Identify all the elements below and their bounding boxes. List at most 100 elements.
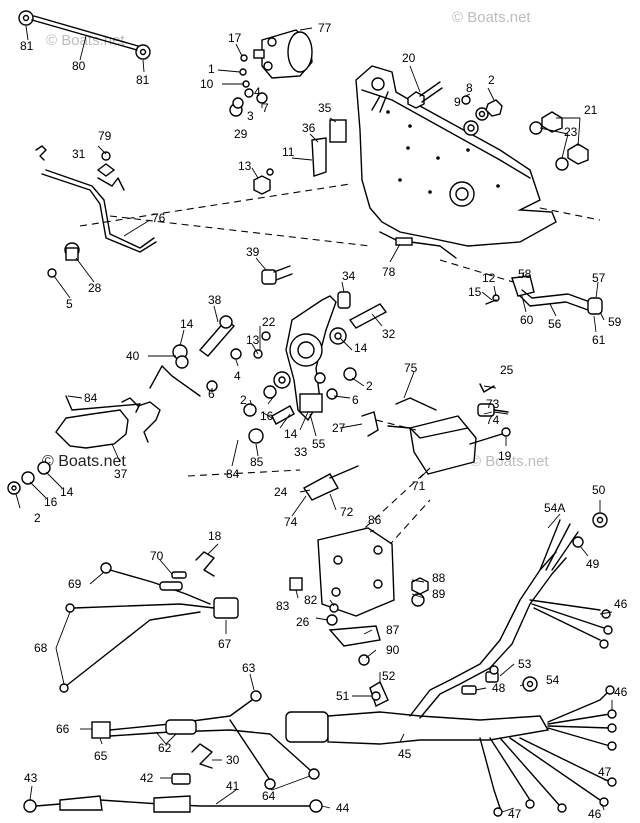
label-85: 85 — [250, 455, 264, 469]
label-2: 2 — [34, 511, 41, 525]
label-1: 1 — [208, 62, 215, 76]
label-76: 76 — [152, 211, 166, 225]
label-78: 78 — [382, 265, 396, 279]
label-25: 25 — [500, 363, 514, 377]
label-72: 72 — [340, 505, 354, 519]
label-60: 60 — [520, 313, 534, 327]
label-8: 8 — [466, 81, 473, 95]
label-14: 14 — [354, 341, 368, 355]
leader-lines — [15, 25, 613, 813]
watermark: © Boats.net — [470, 453, 549, 470]
label-50: 50 — [592, 483, 606, 497]
label-14: 14 — [60, 485, 74, 499]
label-47: 47 — [598, 765, 612, 779]
label-57: 57 — [592, 271, 606, 285]
label-58: 58 — [518, 267, 532, 281]
shift-rod-76 — [35, 145, 157, 278]
label-74: 74 — [486, 413, 500, 427]
label-81: 81 — [136, 73, 150, 87]
label-38: 38 — [208, 293, 222, 307]
label-20: 20 — [402, 51, 416, 65]
label-86: 86 — [368, 513, 382, 527]
label-52: 52 — [382, 669, 396, 683]
label-4: 4 — [234, 369, 241, 383]
label-34: 34 — [342, 269, 356, 283]
label-4: 4 — [254, 85, 261, 99]
label-90: 90 — [386, 643, 400, 657]
label-74: 74 — [284, 515, 298, 529]
watermark: © Boats.net — [46, 32, 125, 49]
harness-67 — [59, 562, 239, 693]
label-27: 27 — [332, 421, 346, 435]
label-89: 89 — [432, 587, 446, 601]
label-51: 51 — [336, 689, 350, 703]
label-10: 10 — [200, 77, 214, 91]
label-16: 16 — [260, 409, 274, 423]
bolt-20 — [407, 81, 443, 109]
connector-57 — [511, 275, 603, 315]
label-14: 14 — [284, 427, 298, 441]
cable-80 — [18, 10, 151, 60]
label-63: 63 — [242, 661, 256, 675]
label-62: 62 — [158, 741, 172, 755]
label-22: 22 — [262, 315, 276, 329]
harness-62 — [91, 690, 320, 790]
pin-38 — [198, 315, 236, 357]
label-15: 15 — [468, 285, 482, 299]
label-21: 21 — [584, 103, 598, 117]
label-87: 87 — [386, 623, 400, 637]
label-70: 70 — [150, 549, 164, 563]
label-75: 75 — [404, 361, 418, 375]
solenoid-77 — [240, 29, 313, 79]
label-12: 12 — [482, 271, 496, 285]
label-36: 36 — [302, 121, 316, 135]
label-47: 47 — [508, 807, 522, 821]
label-84: 84 — [84, 391, 98, 405]
label-64: 64 — [262, 789, 276, 803]
label-81: 81 — [20, 39, 34, 53]
label-45: 45 — [398, 747, 412, 761]
label-39: 39 — [246, 245, 260, 259]
label-84: 84 — [226, 467, 240, 481]
part-labels: 81 80 81 17 77 1 10 4 7 3 29 20 8 2 9 21… — [20, 21, 628, 821]
label-46: 46 — [614, 685, 628, 699]
label-37: 37 — [114, 467, 128, 481]
label-56: 56 — [548, 317, 562, 331]
label-68: 68 — [34, 641, 48, 655]
label-9: 9 — [454, 95, 461, 109]
label-3: 3 — [247, 109, 254, 123]
label-33: 33 — [294, 445, 308, 459]
label-13: 13 — [246, 333, 260, 347]
label-23: 23 — [564, 125, 578, 139]
label-46: 46 — [588, 807, 602, 821]
label-80: 80 — [72, 59, 86, 73]
label-19: 19 — [498, 449, 512, 463]
label-59: 59 — [608, 315, 622, 329]
label-2: 2 — [366, 379, 373, 393]
shift-lever — [285, 295, 337, 422]
label-49: 49 — [586, 557, 600, 571]
guide-line — [79, 183, 351, 227]
module-71 — [387, 397, 477, 475]
label-30: 30 — [226, 753, 240, 767]
label-18: 18 — [208, 529, 222, 543]
label-17: 17 — [228, 31, 242, 45]
label-43: 43 — [24, 771, 38, 785]
label-44: 44 — [336, 801, 350, 815]
label-53: 53 — [518, 657, 532, 671]
label-42: 42 — [140, 771, 154, 785]
label-61: 61 — [592, 333, 606, 347]
label-46: 46 — [614, 597, 628, 611]
label-7: 7 — [262, 101, 269, 115]
cable-41 — [23, 795, 323, 813]
label-32: 32 — [382, 327, 396, 341]
label-5: 5 — [66, 297, 73, 311]
bolt-39 — [261, 265, 293, 285]
label-6: 6 — [352, 393, 359, 407]
label-65: 65 — [94, 749, 108, 763]
watermark: © Boats.net — [42, 453, 126, 470]
label-26: 26 — [296, 615, 310, 629]
label-79: 79 — [98, 129, 112, 143]
label-31: 31 — [72, 147, 86, 161]
